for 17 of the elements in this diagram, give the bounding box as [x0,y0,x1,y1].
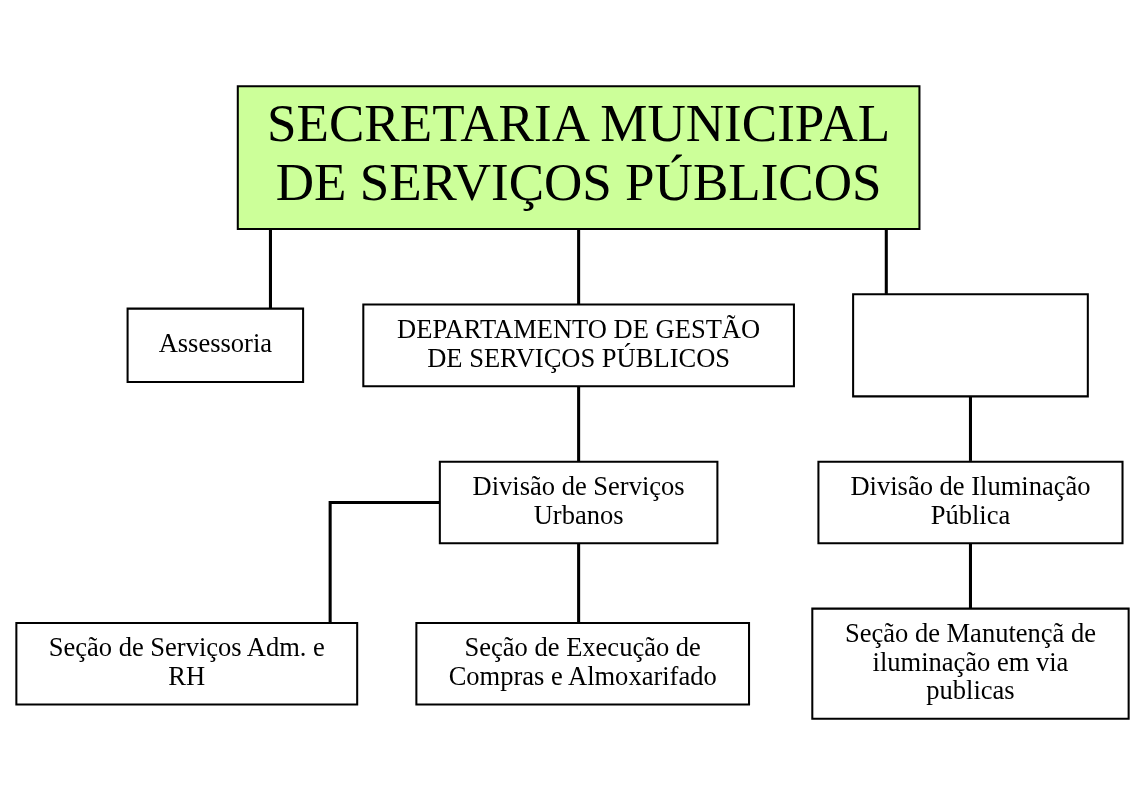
node-box: Seção de Manutençã de iluminação em via publicas [811,607,1130,720]
connector [577,544,581,623]
node-box: DEPARTAMENTO DE GESTÃO DE SERVIÇOS PÚBLICOS [362,303,795,388]
connector [268,229,272,309]
connector [577,229,581,305]
connector [968,396,972,461]
connector [328,500,440,623]
node-box: Seção de Execução de Compras e Almoxarifado [415,621,751,706]
node-box: SECRETARIA MUNICIPAL DE SERVIÇOS PÚBLICOS [236,85,921,231]
connector [968,544,972,609]
node-box: Divisão de Serviços Urbanos [438,460,719,545]
connector [577,386,581,462]
connector [884,229,888,294]
node-box: Assessoria [126,307,305,384]
node-box [852,293,1089,398]
node-box: Divisão de Iluminação Pública [817,460,1124,545]
node-box: Seção de Serviços Adm. e RH [15,621,359,706]
